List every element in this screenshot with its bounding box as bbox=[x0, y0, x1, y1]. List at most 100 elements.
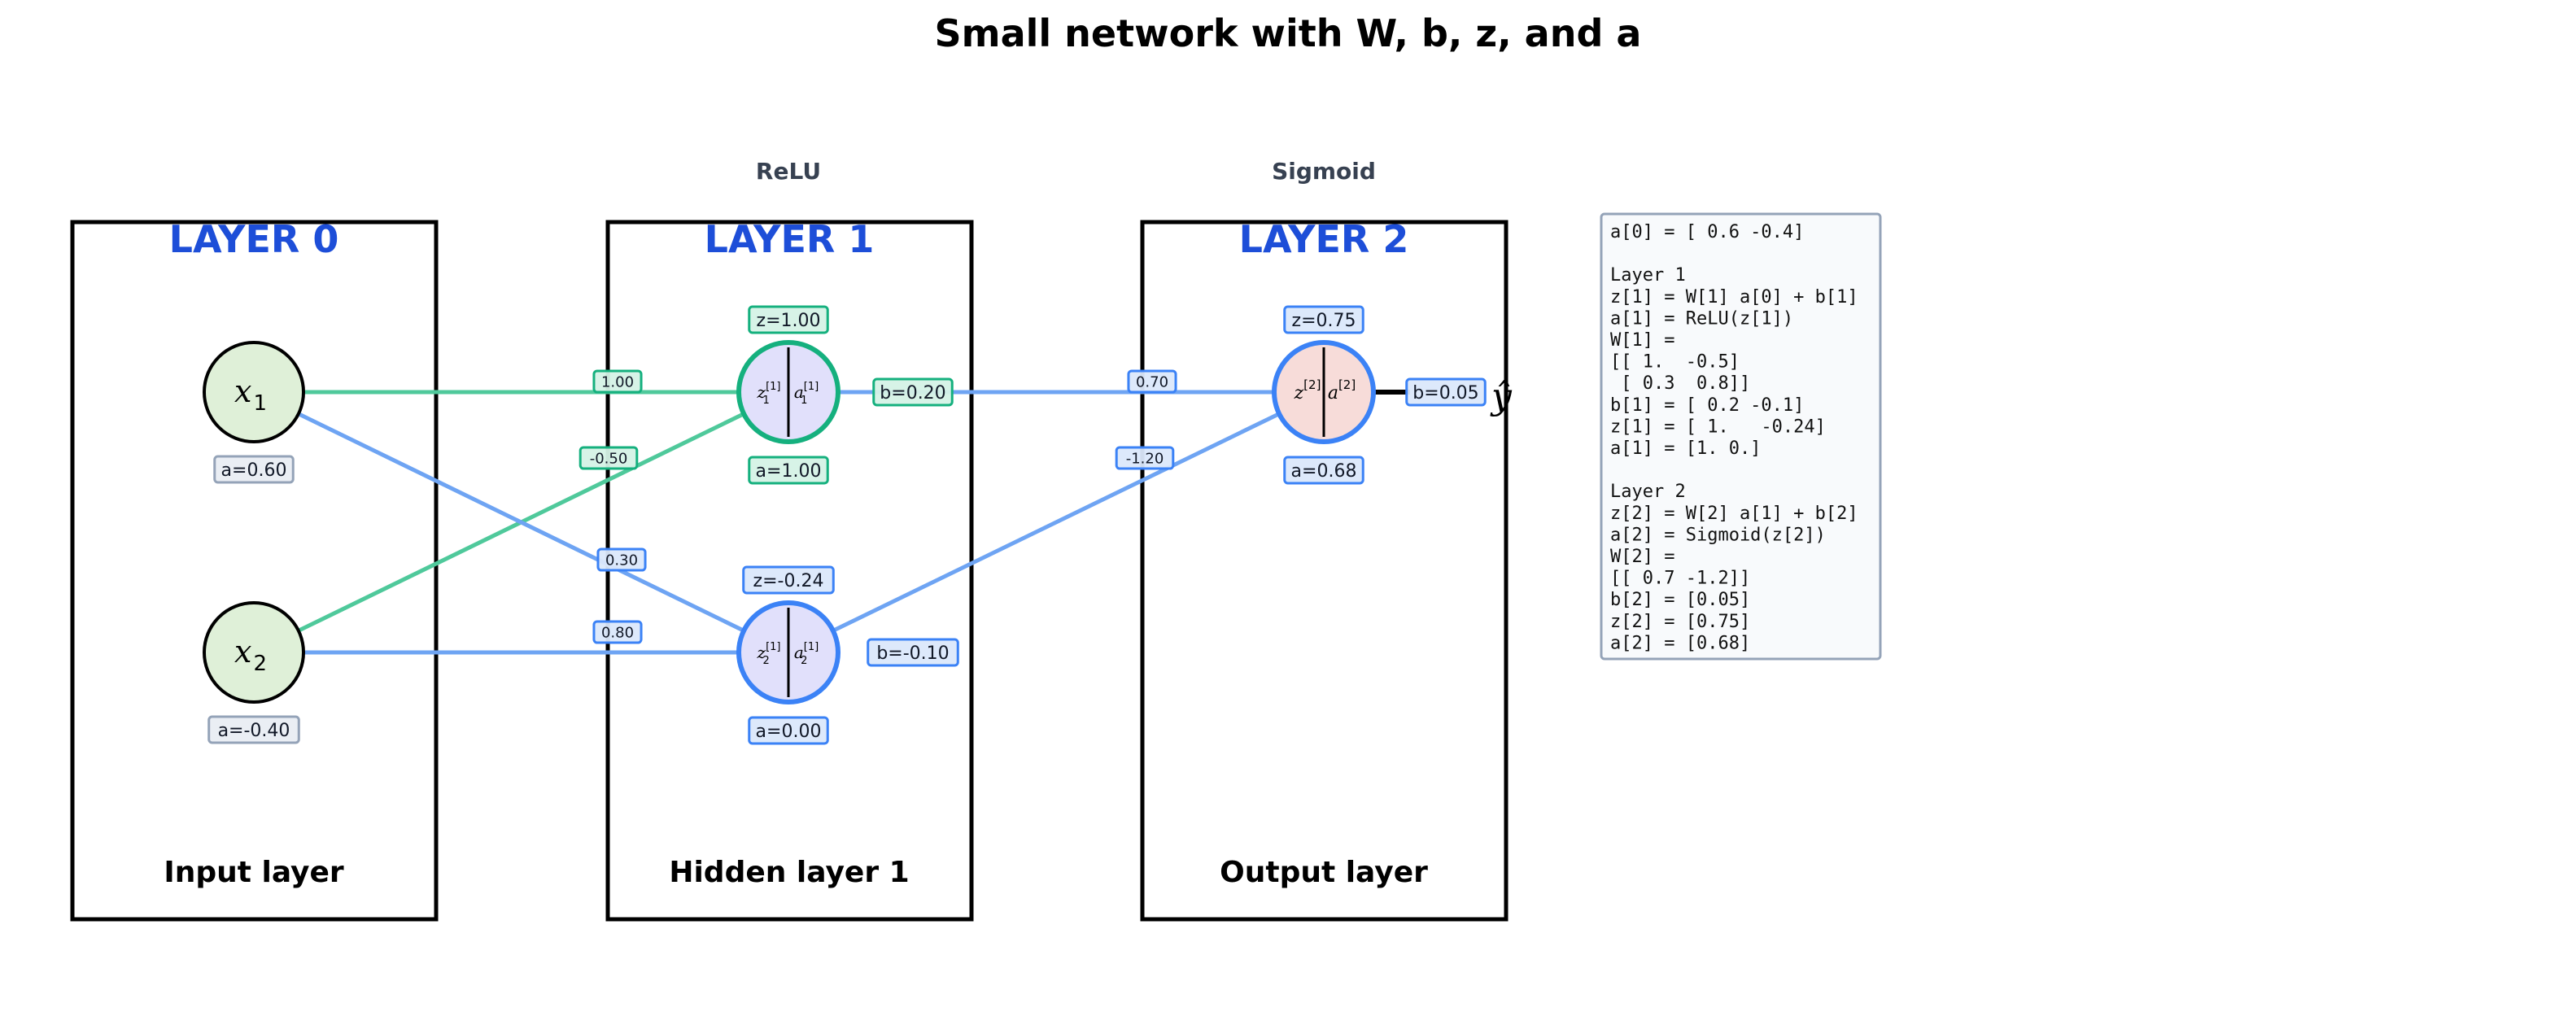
layer-2-subtitle: Output layer bbox=[1220, 856, 1428, 889]
hidden-a-label-2-text: a=0.00 bbox=[756, 722, 822, 742]
weight-label-l2-2-box bbox=[1115, 446, 1175, 470]
equation-line: [ 0.3 0.8]] bbox=[1610, 373, 1750, 394]
equation-line: a[1] = [1. 0.] bbox=[1610, 438, 1761, 459]
hidden-bias-label-2-text: b=-0.10 bbox=[876, 643, 949, 664]
output-z-label: z=0.75 bbox=[1283, 305, 1364, 334]
output-bias-label: b=0.05 bbox=[1405, 377, 1487, 407]
output-a-label-text: a=0.68 bbox=[1291, 461, 1357, 482]
equation-line: a[2] = Sigmoid(z[2]) bbox=[1610, 525, 1826, 545]
output-z-label-box bbox=[1283, 305, 1364, 334]
equation-line: a[2] = [0.68] bbox=[1610, 633, 1750, 653]
hidden-a-label-1-box bbox=[748, 456, 829, 485]
equation-line: Layer 1 bbox=[1610, 265, 1686, 286]
weight-label-l1-1-box bbox=[592, 369, 643, 394]
weight-label-l1-4: 0.80 bbox=[592, 620, 643, 644]
input-activation-label-2-text: a=-0.40 bbox=[218, 721, 290, 741]
output-bias-label-box bbox=[1405, 377, 1487, 407]
equation-line: [[ 1. -0.5] bbox=[1610, 352, 1740, 373]
layer-box-2: LAYER 2 Output layer bbox=[1140, 217, 1508, 922]
weight-label-l1-3-box bbox=[596, 547, 647, 572]
weight-label-l1-4-box bbox=[592, 620, 643, 644]
input-activation-label-2-box bbox=[207, 715, 300, 744]
equation-line: z[2] = W[2] a[1] + b[2] bbox=[1610, 504, 1858, 524]
equation-line: W[2] = bbox=[1610, 547, 1674, 567]
hidden-bias-label-1: b=0.20 bbox=[872, 377, 954, 407]
weight-label-l2-1-text: 0.70 bbox=[1136, 373, 1168, 390]
weight-label-l1-4-text: 0.80 bbox=[601, 624, 634, 641]
equation-line: b[1] = [ 0.2 -0.1] bbox=[1610, 395, 1804, 416]
layer-2-frame bbox=[1140, 220, 1508, 922]
hidden-a-label-1-text: a=1.00 bbox=[756, 461, 822, 482]
equation-line: [[ 0.7 -1.2]] bbox=[1610, 569, 1750, 589]
hidden-bias-label-2: b=-0.10 bbox=[867, 638, 959, 667]
activation-label-layer2: Sigmoid bbox=[1272, 158, 1376, 185]
edge-l2-h2-out bbox=[787, 390, 1325, 655]
output-a-label: a=0.68 bbox=[1283, 456, 1364, 485]
weight-label-l1-3-text: 0.30 bbox=[605, 552, 638, 569]
labels: a=0.60 a=-0.40 z=1.00 a=1.00 b=0.20 z=-0.24 a=… bbox=[207, 305, 1487, 745]
hidden-a-label-2-box bbox=[748, 716, 829, 745]
weight-label-l2-2-text: -1.20 bbox=[1126, 450, 1164, 467]
output-a-label-box bbox=[1283, 456, 1364, 485]
input-activation-label-1: a=0.60 bbox=[213, 455, 295, 484]
weight-label-l1-1-text: 1.00 bbox=[601, 373, 634, 390]
layer-1-title: LAYER 1 bbox=[705, 217, 875, 261]
weight-label-l1-3: 0.30 bbox=[596, 547, 647, 572]
equation-line: a[0] = [ 0.6 -0.4] bbox=[1610, 222, 1804, 242]
layer-0-subtitle: Input layer bbox=[164, 856, 344, 889]
layer-box-0: LAYER 0 Input layer bbox=[70, 217, 439, 922]
hidden-a-label-2: a=0.00 bbox=[748, 716, 829, 745]
input-activation-label-2: a=-0.40 bbox=[207, 715, 300, 744]
equation-line: b[2] = [0.05] bbox=[1610, 590, 1750, 610]
hidden-a-label-1: a=1.00 bbox=[748, 456, 829, 485]
hidden-z-label-2-box bbox=[742, 565, 835, 595]
equation-line: z[2] = [0.75] bbox=[1610, 612, 1750, 632]
output-z-label-text: z=0.75 bbox=[1292, 311, 1356, 331]
input-node-x2: x2 bbox=[203, 601, 305, 704]
edge-l1-x1-h2 bbox=[252, 390, 790, 655]
output-bias-label-text: b=0.05 bbox=[1412, 383, 1478, 403]
input-activation-label-1-box bbox=[213, 455, 295, 484]
weight-label-l1-2: -0.50 bbox=[579, 446, 639, 470]
weight-label-l1-1: 1.00 bbox=[592, 369, 643, 394]
hidden-z-label-1-text: z=1.00 bbox=[757, 311, 821, 331]
activation-label-layer1: ReLU bbox=[756, 158, 821, 185]
layer-1-subtitle: Hidden layer 1 bbox=[669, 856, 909, 889]
weight-label-l2-2: -1.20 bbox=[1115, 446, 1175, 470]
weight-label-l1-2-text: -0.50 bbox=[590, 450, 628, 467]
layer-box-1: LAYER 1 Hidden layer 1 bbox=[605, 217, 974, 922]
input-node-x1: x1 bbox=[203, 341, 305, 443]
y-hat-output-label: ŷ bbox=[1490, 376, 1513, 417]
hidden-bias-label-1-box bbox=[872, 377, 954, 407]
output-node: z[2]a[2] bbox=[1272, 340, 1376, 444]
equation-line: z[1] = W[1] a[0] + b[1] bbox=[1610, 287, 1858, 308]
equations-panel: a[0] = [ 0.6 -0.4] Layer 1z[1] = W[1] a[0… bbox=[1600, 212, 1882, 661]
equations-panel-lines: a[0] = [ 0.6 -0.4] Layer 1z[1] = W[1] a[0… bbox=[1610, 222, 1858, 653]
input-node-circle bbox=[203, 341, 305, 443]
equation-line: a[1] = ReLU(z[1]) bbox=[1610, 308, 1793, 329]
hidden-bias-label-1-text: b=0.20 bbox=[880, 383, 945, 403]
layer-0-frame bbox=[70, 220, 439, 922]
hidden-bias-label-2-box bbox=[867, 638, 959, 667]
hidden-z-label-1: z=1.00 bbox=[748, 305, 829, 334]
equation-line: Layer 2 bbox=[1610, 482, 1686, 502]
equation-line: W[1] = bbox=[1610, 330, 1674, 351]
hidden-z-label-2-text: z=-0.24 bbox=[753, 571, 824, 591]
layer-2-title: LAYER 2 bbox=[1239, 217, 1409, 261]
diagram-title: Small network with W, b, z, and a bbox=[935, 11, 1642, 55]
input-node-circle bbox=[203, 601, 305, 704]
input-activation-label-1-text: a=0.60 bbox=[221, 460, 287, 481]
weight-label-l2-1-box bbox=[1127, 369, 1177, 394]
hidden-z-label-1-box bbox=[748, 305, 829, 334]
equations-panel-frame bbox=[1600, 212, 1882, 661]
hidden-z-label-2: z=-0.24 bbox=[742, 565, 835, 595]
weight-label-l2-1: 0.70 bbox=[1127, 369, 1177, 394]
equation-line: z[1] = [ 1. -0.24] bbox=[1610, 417, 1826, 437]
weight-label-l1-2-box bbox=[579, 446, 639, 470]
edges bbox=[252, 390, 1325, 655]
